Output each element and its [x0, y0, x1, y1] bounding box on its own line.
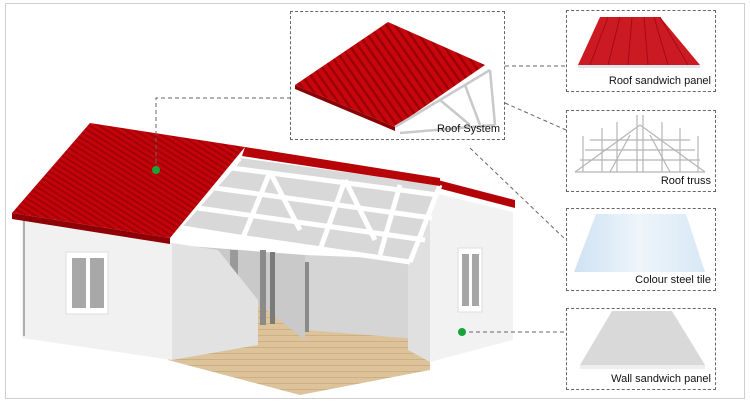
- wall-sandwich-panel-label: Wall sandwich panel: [611, 373, 711, 385]
- wall-marker-dot: [458, 328, 466, 336]
- colour-steel-tile-callout: Colour steel tile: [566, 208, 716, 291]
- roof-sandwich-panel-callout: Roof sandwich panel: [566, 10, 716, 92]
- colour-steel-tile-label: Colour steel tile: [635, 274, 711, 286]
- exposed-roof-truss: [176, 156, 443, 265]
- colour-steel-tile-image: [574, 214, 705, 272]
- roof-truss-image: [574, 115, 706, 173]
- roof-marker-dot: [152, 166, 160, 174]
- wall-sandwich-panel-callout: Wall sandwich panel: [566, 308, 716, 390]
- left-wall-block: [22, 218, 258, 360]
- roof-system-label: Roof System: [437, 123, 500, 135]
- roof-sandwich-panel-image: [578, 16, 700, 68]
- roof-system-image: [295, 22, 497, 135]
- roof-sandwich-panel-label: Roof sandwich panel: [608, 75, 711, 87]
- roof-truss-label: Roof truss: [660, 175, 711, 187]
- roof-truss-callout: Roof truss: [566, 110, 716, 192]
- roof-system-callout: Roof System: [290, 11, 505, 140]
- connector-lines: [155, 65, 567, 333]
- wall-sandwich-panel-image: [580, 311, 705, 369]
- image-frame: [5, 3, 745, 399]
- main-roof: [12, 123, 440, 244]
